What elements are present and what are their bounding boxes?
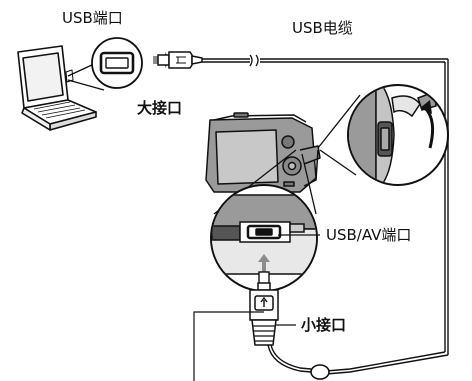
usb-cable-label: USB电缆 [292, 19, 353, 37]
usb-av-port-detail [210, 149, 318, 292]
usb-av-port-label: USB/AV端口 [326, 226, 412, 244]
usb-cable [202, 54, 449, 380]
usb-port-callout [67, 37, 143, 91]
camera-icon [205, 112, 321, 193]
small-connector-label: 小接口 [301, 316, 347, 334]
usb-plug-icon [153, 51, 203, 69]
insert-arrow-icon [258, 254, 270, 276]
usb-port-label: USB端口 [62, 9, 123, 27]
small-plug [249, 282, 279, 346]
large-connector-label: 大接口 [137, 99, 183, 117]
camera-side-detail [317, 84, 449, 186]
curved-arrow-icon [420, 100, 435, 149]
leader-lines [193, 234, 320, 381]
laptop-icon [17, 45, 97, 131]
